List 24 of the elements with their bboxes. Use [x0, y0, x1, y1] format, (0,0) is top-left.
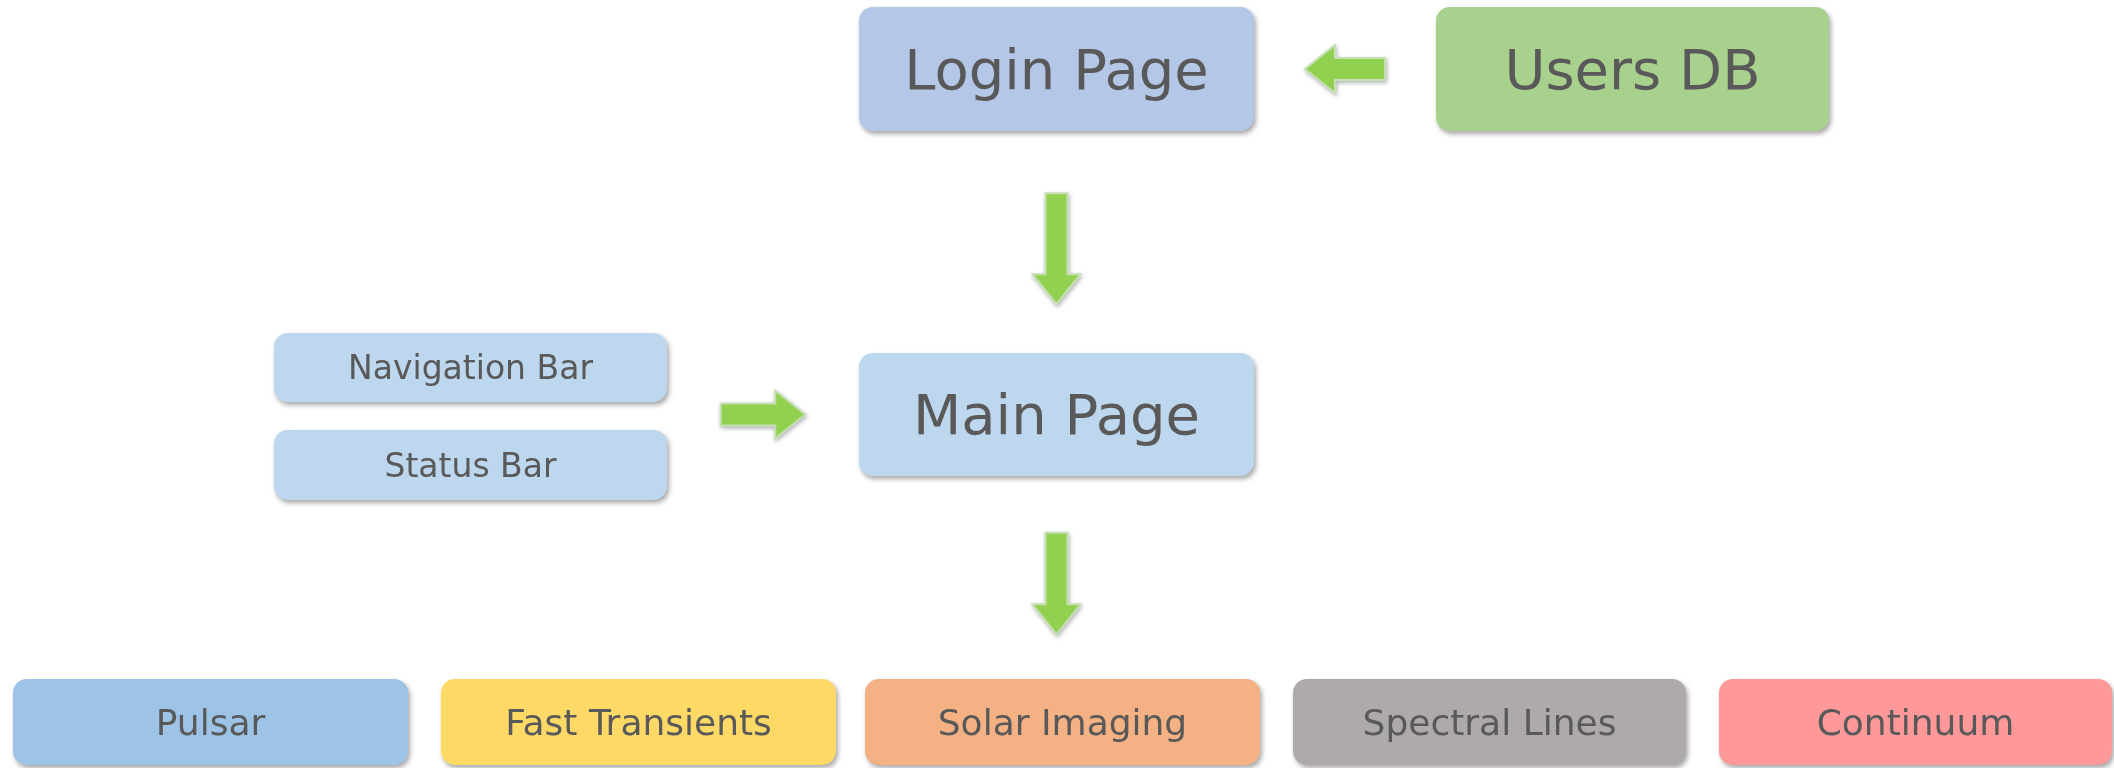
block-arrow: [1030, 192, 1083, 306]
box-label: Navigation Bar: [348, 348, 593, 387]
process-box: [1719, 679, 2112, 765]
process-box: [13, 679, 408, 765]
box-label: Login Page: [904, 36, 1209, 102]
block-arrow: [719, 388, 807, 441]
box-label: Fast Transients: [505, 701, 772, 743]
box-label: Solar Imaging: [937, 701, 1188, 743]
box-label: Spectral Lines: [1362, 701, 1617, 743]
process-box: [859, 7, 1254, 131]
box-label: Status Bar: [384, 445, 557, 485]
process-box: [1436, 7, 1829, 131]
box-label: Users DB: [1504, 36, 1761, 102]
process-box: [1293, 679, 1686, 765]
box-label: Pulsar: [155, 701, 266, 743]
process-box: [859, 353, 1254, 476]
block-arrow: [1303, 42, 1387, 96]
process-box: [274, 333, 667, 402]
process-box: [274, 430, 667, 500]
box-label: Main Page: [912, 382, 1201, 447]
process-box: [441, 679, 836, 765]
process-box: [865, 679, 1260, 765]
box-label: Continuum: [1816, 701, 2015, 743]
block-arrow: [1030, 531, 1083, 636]
